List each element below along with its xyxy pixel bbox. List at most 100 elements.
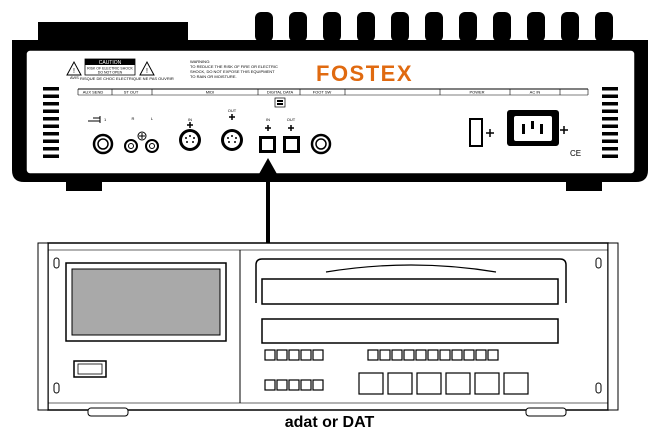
digital-in-label: IN xyxy=(266,117,270,122)
caution-french: RISQUE DE CHOC ELECTRIQUE NE PAS OUVRIR xyxy=(80,76,174,81)
knob xyxy=(289,12,307,42)
rack-ear-slot-bottom-right xyxy=(595,382,602,394)
foot-switch-jack xyxy=(310,133,332,155)
warning-title: WARNING: xyxy=(190,59,210,64)
small-button xyxy=(312,379,324,391)
small-button xyxy=(427,349,439,361)
warning-line-3: TO RAIN OR MOISTURE. xyxy=(190,74,237,79)
right-vent xyxy=(602,87,618,158)
small-button xyxy=(312,349,324,361)
vent-slot xyxy=(43,147,59,151)
cassette-slot xyxy=(261,278,559,305)
small-button xyxy=(415,349,427,361)
knob xyxy=(595,12,613,42)
foot-sw-label: FOOT SW xyxy=(313,90,332,95)
connection-arrow xyxy=(259,158,277,244)
rack-foot-left xyxy=(87,407,129,417)
cassette-door-arc xyxy=(325,264,497,273)
secondary-panel xyxy=(261,318,559,344)
aux-send-label: AUX SEND xyxy=(83,90,104,95)
transport-button xyxy=(445,372,471,395)
st-out-l-jack xyxy=(145,139,159,153)
midi-label: MIDI xyxy=(206,90,214,95)
ce-mark: CE xyxy=(570,149,581,158)
vent-slot xyxy=(43,139,59,143)
ground-screw xyxy=(137,131,147,141)
st-out-r-jack xyxy=(124,139,138,153)
small-button xyxy=(367,349,379,361)
digital-out-optical-port xyxy=(283,125,300,153)
st-out-label: ST OUT xyxy=(124,90,139,95)
knob xyxy=(493,12,511,42)
transport-button xyxy=(358,372,384,395)
knob xyxy=(425,12,443,42)
avis-text: AVIS xyxy=(70,75,79,80)
ac-inlet xyxy=(507,110,568,146)
caution-title: CAUTION xyxy=(99,60,122,66)
digital-in-optical-port xyxy=(259,125,276,153)
display-window xyxy=(71,268,221,336)
fostex-logo: FOSTEX xyxy=(316,61,413,86)
vent-slot xyxy=(602,154,618,158)
vent-slot xyxy=(602,102,618,106)
small-button xyxy=(463,349,475,361)
digital-data-label: DIGITAL DATA xyxy=(267,90,294,95)
vent-slot xyxy=(43,132,59,136)
vent-slot xyxy=(43,87,59,91)
small-button xyxy=(288,379,300,391)
right-foot xyxy=(566,182,602,191)
svg-text:!: ! xyxy=(73,68,75,75)
small-button xyxy=(451,349,463,361)
small-button xyxy=(379,349,391,361)
transport-button xyxy=(503,372,529,395)
small-button xyxy=(475,349,487,361)
vent-slot xyxy=(602,117,618,121)
midi-out-label: OUT xyxy=(228,108,237,113)
vent-slot xyxy=(602,109,618,113)
r-label: R xyxy=(132,116,135,121)
transport-button xyxy=(387,372,413,395)
left-vent xyxy=(43,87,59,158)
caution-line2: DO NOT OPEN xyxy=(98,71,123,75)
vent-slot xyxy=(43,154,59,158)
vent-slot xyxy=(43,117,59,121)
small-button xyxy=(264,379,276,391)
vent-slot xyxy=(602,132,618,136)
vent-slot xyxy=(602,147,618,151)
knob xyxy=(391,12,409,42)
vent-slot xyxy=(43,124,59,128)
midi-out-port xyxy=(221,114,243,151)
warning-line-1: TO REDUCE THE RISK OF FIRE OR ELECTRIC xyxy=(190,64,278,69)
small-button xyxy=(300,349,312,361)
vent-slot xyxy=(43,109,59,113)
transport-button xyxy=(474,372,500,395)
vent-slot xyxy=(602,139,618,143)
knob xyxy=(561,12,579,42)
knob xyxy=(459,12,477,42)
vent-slot xyxy=(43,94,59,98)
left-foot xyxy=(66,182,102,191)
knob xyxy=(527,12,545,42)
small-button xyxy=(276,349,288,361)
aux-send-jack xyxy=(92,133,114,155)
device-caption: adat or DAT xyxy=(284,414,375,431)
small-button xyxy=(439,349,451,361)
rack-ear-slot-bottom-left xyxy=(53,382,60,394)
optical-icon xyxy=(274,97,286,108)
section-header-strip: AUX SEND ST OUT MIDI DIGITAL DATA FOOT S… xyxy=(77,88,589,96)
caution-label: ! AVIS CAUTION RISK OF ELECTRIC SHOCK DO… xyxy=(66,58,174,81)
knob-row xyxy=(255,12,613,42)
ac-in-label: AC IN xyxy=(530,90,541,95)
digital-out-label: OUT xyxy=(287,117,296,122)
knob xyxy=(357,12,375,42)
aux-jack-symbol: 1 xyxy=(88,116,107,123)
l-label: L xyxy=(151,116,154,121)
caution-line1: RISK OF ELECTRIC SHOCK xyxy=(87,67,133,71)
warning-line-2: SHOCK, DO NOT EXPOSE THIS EQUIPMENT xyxy=(190,69,275,74)
small-button xyxy=(300,379,312,391)
vent-slot xyxy=(602,94,618,98)
midi-in-label: IN xyxy=(188,117,192,122)
svg-text:!: ! xyxy=(146,68,148,75)
small-button xyxy=(403,349,415,361)
